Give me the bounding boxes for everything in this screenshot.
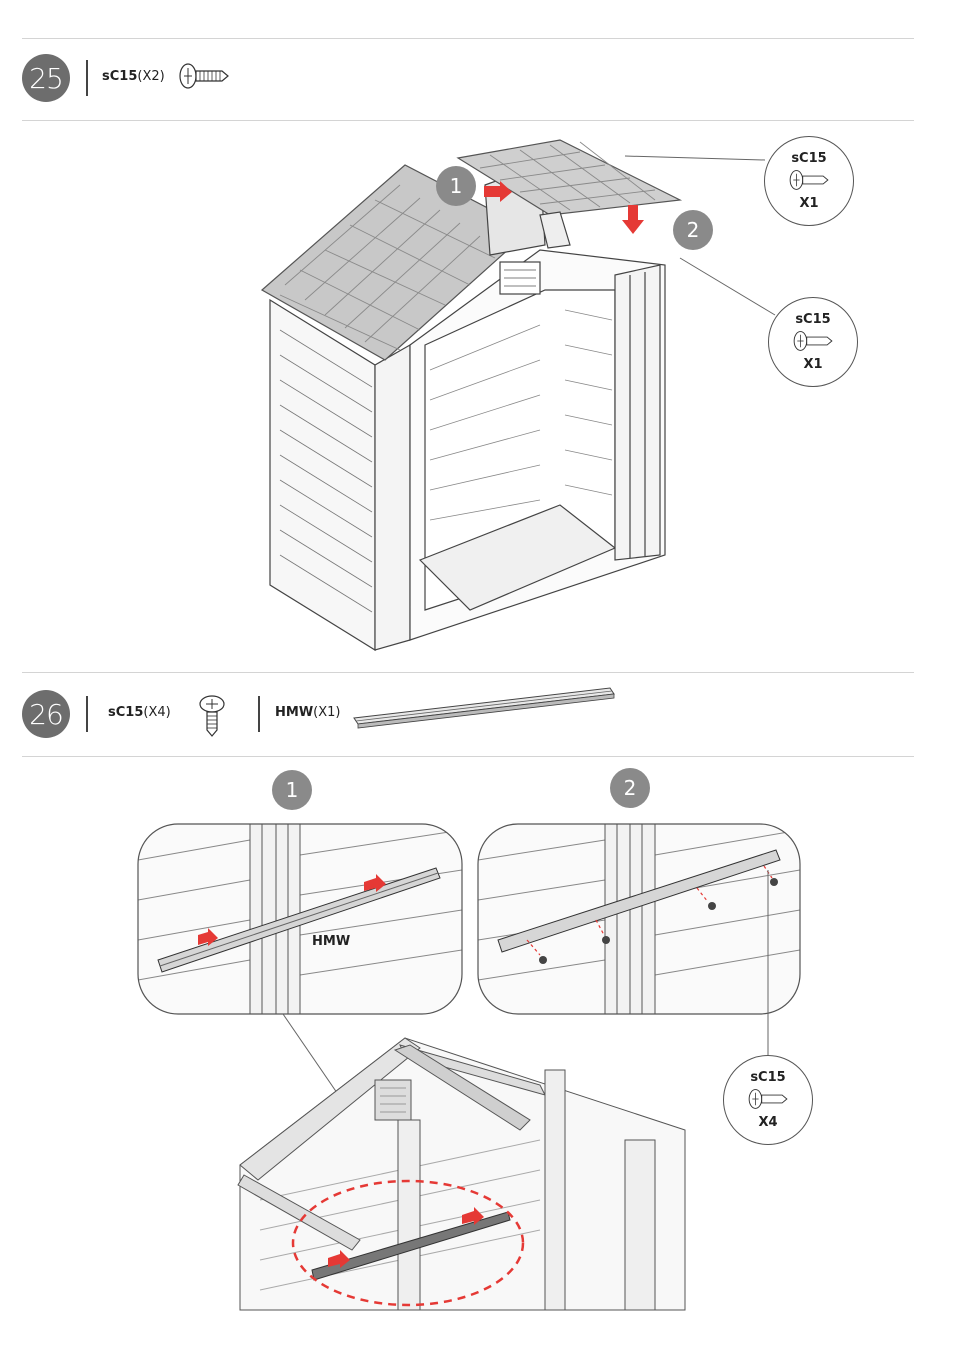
callout-code: sC15 — [750, 1070, 786, 1085]
step25-sub-2: 2 — [673, 210, 713, 250]
shed-roof-illustration — [260, 139, 776, 652]
step26-sub-2: 2 — [610, 768, 650, 808]
step26-sub-1: 1 — [272, 770, 312, 810]
callout-sc15-2: sC15 X1 — [768, 297, 858, 387]
step-number-26: 26 — [22, 690, 70, 738]
step-header-separator — [258, 696, 260, 732]
part-qty: (X1) — [313, 705, 341, 720]
callout-qty: X1 — [803, 357, 823, 372]
highlight-ellipse — [291, 1179, 525, 1307]
part-qty: (X2) — [137, 69, 165, 84]
divider-26-top — [22, 672, 914, 673]
callout-qty: X4 — [758, 1115, 778, 1130]
callout-qty: X1 — [799, 196, 819, 211]
part-code: sC15 — [108, 705, 144, 720]
part-code: sC15 — [102, 69, 138, 84]
callout-sc15-1: sC15 X1 — [764, 136, 854, 226]
divider-25 — [22, 120, 914, 121]
screw-side-icon — [789, 170, 829, 190]
part-hmw: HMW(X1) — [275, 705, 340, 720]
callout-code: sC15 — [791, 151, 827, 166]
divider-top — [22, 38, 914, 39]
screw-side-icon — [179, 63, 229, 89]
callout-code: sC15 — [795, 312, 831, 327]
part-sc15: sC15(X2) — [102, 69, 165, 84]
part-qty: (X4) — [143, 705, 171, 720]
step-number-25: 25 — [22, 54, 70, 102]
screw-side-icon — [748, 1089, 788, 1109]
part-sc15: sC15(X4) — [108, 705, 171, 720]
part-code: HMW — [275, 705, 314, 720]
step25-sub-1: 1 — [436, 166, 476, 206]
red-arrow-2 — [622, 205, 644, 234]
screw-side-icon — [793, 331, 833, 351]
hmw-label: HMW — [312, 934, 351, 949]
hmw-rail-icon — [353, 687, 615, 729]
step-header-separator — [86, 696, 88, 732]
callout-sc15-x4: sC15 X4 — [723, 1055, 813, 1145]
red-arrow-1 — [484, 181, 512, 202]
divider-26 — [22, 756, 914, 757]
step-header-separator — [86, 60, 88, 96]
screw-front-icon — [199, 695, 225, 737]
